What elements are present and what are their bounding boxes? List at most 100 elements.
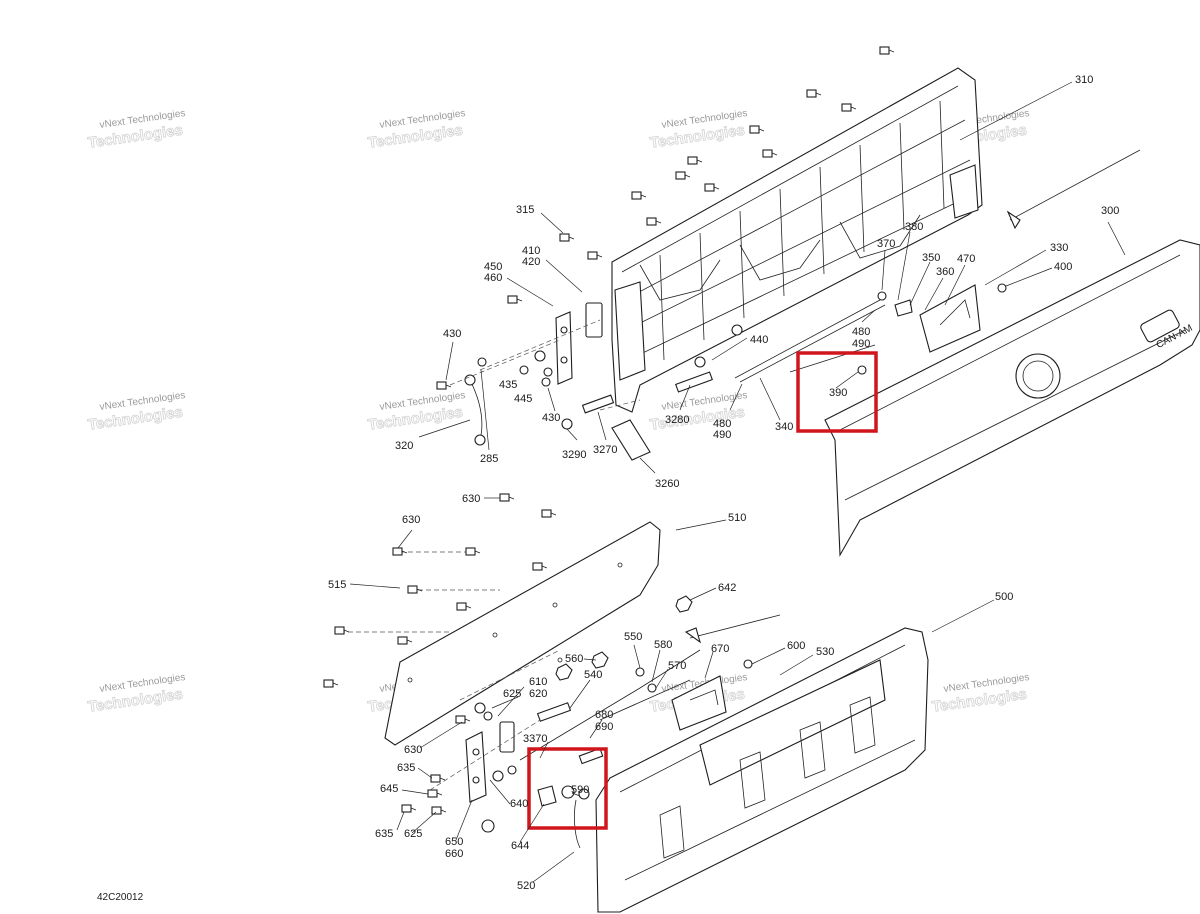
callout-570: 570 (668, 660, 686, 672)
callout-550: 550 (624, 631, 642, 643)
lower-hinge-hardware (429, 614, 781, 849)
callout-580: 580 (654, 639, 672, 651)
callout-450: 450 (484, 261, 502, 273)
callout-300: 300 (1101, 205, 1119, 217)
callout-330: 330 (1050, 242, 1068, 254)
callout-590: 590 (571, 784, 589, 796)
bolt-icon (401, 804, 417, 813)
callout-460: 460 (484, 272, 502, 284)
callout-445: 445 (514, 393, 532, 405)
bolt-icon (397, 636, 413, 645)
callout-420: 420 (522, 256, 540, 268)
callout-3290: 3290 (562, 449, 586, 461)
callout-644: 644 (511, 840, 529, 852)
bolt-icon (334, 626, 350, 635)
highlight-box-590-644 (527, 747, 608, 830)
callout-370: 370 (877, 238, 895, 250)
callout-625-top: 625 (503, 688, 521, 700)
callout-660: 660 (445, 848, 463, 860)
callout-labels: 310 300 315 410 420 450 460 430 435 445 … (328, 74, 1119, 892)
bolt-icon (704, 183, 720, 192)
bolt-icon (392, 547, 408, 556)
callout-670: 670 (711, 643, 729, 655)
callout-3270: 3270 (593, 444, 617, 456)
bolt-icon (430, 774, 446, 783)
bolt-icon (749, 125, 765, 134)
callout-480-lower: 480 (713, 418, 731, 430)
callout-635-bottom: 635 (375, 828, 393, 840)
callout-430-lower: 430 (542, 412, 560, 424)
callout-690: 690 (595, 721, 613, 733)
bolt-icon (646, 217, 662, 226)
callout-3280: 3280 (665, 414, 689, 426)
callout-360: 360 (936, 266, 954, 278)
diagram-reference-code: 42C20012 (97, 892, 144, 903)
nut-icon (591, 651, 609, 669)
upper-hinge-hardware (449, 311, 743, 461)
callout-630-bottom: 630 (404, 744, 422, 756)
callout-470: 470 (957, 253, 975, 265)
callout-500: 500 (995, 591, 1013, 603)
callout-480-upper: 480 (852, 326, 870, 338)
highlight-box-390 (796, 351, 878, 433)
bolt-icon (465, 547, 481, 556)
leader-lines (349, 81, 1126, 883)
bolt-icon (431, 806, 447, 815)
bolt-icon (436, 381, 452, 390)
callout-310: 310 (1075, 74, 1093, 86)
callout-560: 560 (565, 653, 583, 665)
bolt-icon (323, 679, 339, 688)
bolt-icon (559, 233, 575, 242)
callout-610: 610 (529, 676, 547, 688)
callout-430-upper: 430 (443, 328, 461, 340)
callout-540: 540 (584, 669, 602, 681)
callout-380: 380 (905, 221, 923, 233)
callout-680: 680 (595, 709, 613, 721)
callout-620: 620 (529, 688, 547, 700)
bolt-icon (879, 46, 895, 55)
callout-340: 340 (775, 421, 793, 433)
callout-630-top: 630 (462, 493, 480, 505)
callout-390: 390 (829, 387, 847, 399)
bolt-icon (675, 171, 691, 180)
bolt-icon (541, 509, 557, 518)
callout-530: 530 (816, 646, 834, 658)
callout-650: 650 (445, 836, 463, 848)
callout-350: 350 (922, 252, 940, 264)
nut-icon (555, 663, 573, 681)
callout-3370: 3370 (523, 733, 547, 745)
tailgate-outer-panel: CAN-AM (824, 239, 1200, 557)
callout-640: 640 (510, 798, 528, 810)
callout-630-left: 630 (402, 514, 420, 526)
callout-635-top: 635 (397, 762, 415, 774)
callout-400: 400 (1054, 261, 1072, 273)
lower-tailgate-panel (595, 627, 929, 913)
shield-plate (340, 521, 661, 746)
callout-645: 645 (380, 783, 398, 795)
bolt-icon (631, 191, 647, 200)
bolt-icon (499, 493, 515, 502)
callout-285: 285 (480, 453, 498, 465)
bolt-icon (455, 715, 471, 724)
callout-315: 315 (516, 204, 534, 216)
bolt-icon (687, 156, 703, 165)
callout-510: 510 (728, 512, 746, 524)
bolt-set-upper (436, 46, 895, 390)
bolt-icon (587, 251, 603, 260)
nut-icon (675, 595, 693, 613)
callout-600: 600 (787, 640, 805, 652)
callout-320: 320 (395, 440, 413, 452)
tailgate-inner-frame (585, 67, 983, 413)
callout-440: 440 (750, 334, 768, 346)
callout-3260: 3260 (655, 478, 679, 490)
bolt-icon (806, 89, 822, 98)
callout-515: 515 (328, 579, 346, 591)
bolt-icon (427, 789, 443, 798)
callout-520: 520 (517, 880, 535, 892)
callout-410: 410 (522, 245, 540, 257)
callout-490-upper: 490 (852, 338, 870, 350)
bolt-icon (407, 585, 423, 594)
callout-435: 435 (499, 379, 517, 391)
bolt-icon (841, 103, 857, 112)
